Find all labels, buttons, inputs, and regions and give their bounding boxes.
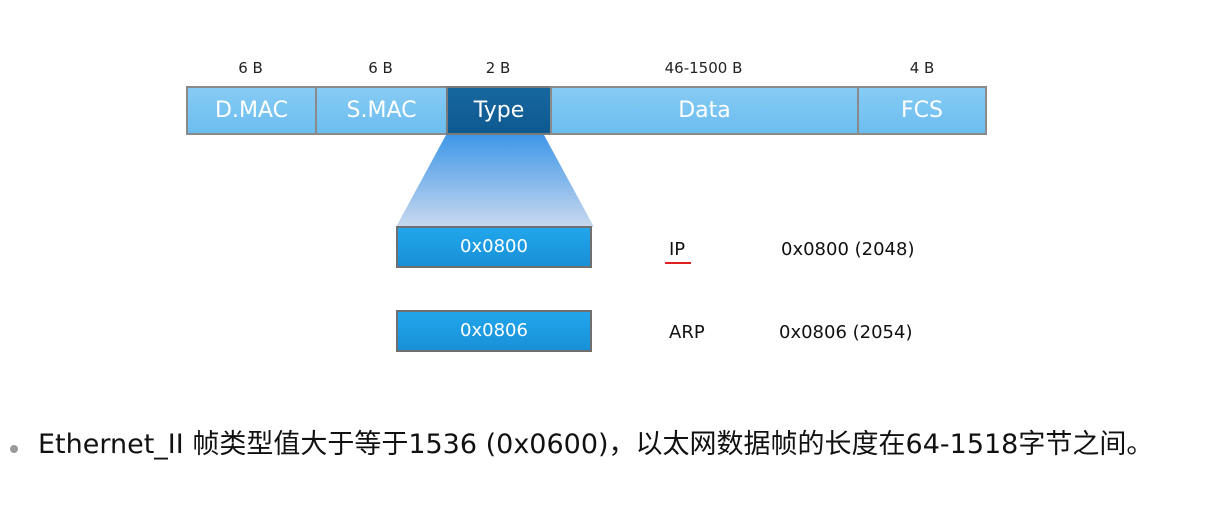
type-field: Type (446, 86, 552, 135)
fcs-size-label: 4 B (909, 59, 935, 77)
smac-size-label: 6 B (368, 59, 393, 77)
smac-field: S.MAC (315, 86, 448, 135)
dmac-field: D.MAC (186, 86, 317, 135)
type-value-ip: 0x0800 (396, 226, 592, 268)
type-value-arp: 0x0806 (396, 310, 592, 352)
type-zoom-connector (396, 135, 594, 227)
fcs-field: FCS (857, 86, 987, 135)
bullet-icon (10, 445, 18, 453)
data-field: Data (550, 86, 859, 135)
protocol-arp-value: 0x0806 (2054) (779, 322, 913, 343)
data-size-label: 46-1500 B (664, 59, 743, 77)
dmac-size-label: 6 B (238, 59, 263, 77)
annotation-underline (665, 262, 691, 264)
type-size-label: 2 B (485, 59, 511, 77)
ethernet-note: Ethernet_II 帧类型值大于等于1536 (0x0600)，以太网数据帧… (38, 429, 1154, 460)
protocol-ip-label: IP (669, 239, 686, 260)
protocol-ip-value: 0x0800 (2048) (781, 239, 915, 260)
protocol-arp-label: ARP (669, 322, 705, 343)
